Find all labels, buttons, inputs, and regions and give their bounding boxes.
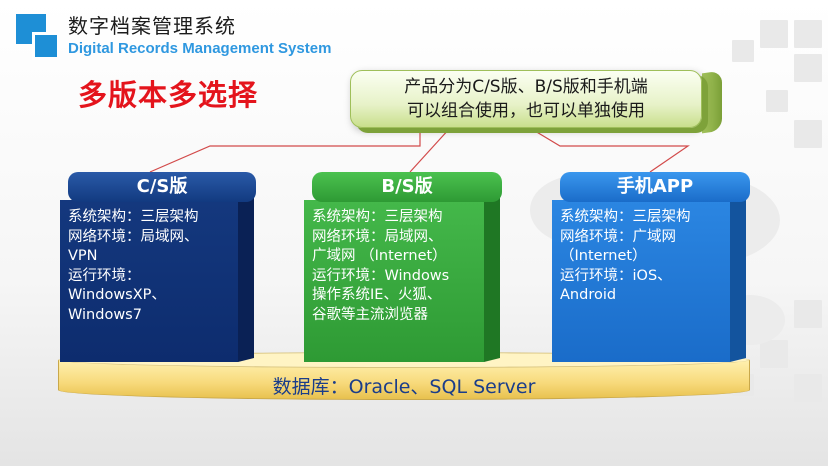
page-subtitle: Digital Records Management System	[68, 40, 332, 57]
headline: 多版本多选择	[78, 78, 259, 112]
card-line: 操作系统IE、火狐、	[312, 287, 442, 303]
card-line: 网络环境：局域网、	[312, 228, 443, 245]
connector-line-cs	[149, 128, 421, 173]
card-line: Android	[560, 287, 617, 303]
card-line: 网络环境：局域网、	[68, 228, 199, 245]
card-line: 网络环境：广域网	[560, 228, 676, 245]
callout-bubble: 产品分为C/S版、B/S版和手机端 可以组合使用，也可以单独使用	[350, 70, 702, 128]
card-line: 系统架构：三层架构	[312, 209, 443, 225]
callout-line-1: 产品分为C/S版、B/S版和手机端	[404, 77, 648, 97]
connector-line-bs	[409, 127, 451, 173]
card-line: 系统架构：三层架构	[560, 209, 691, 225]
card-bs-title: B/S版	[312, 172, 502, 202]
page-title: 数字档案管理系统	[68, 14, 236, 38]
card-line: 运行环境：	[68, 267, 141, 284]
logo-icon	[16, 14, 60, 60]
card-line: WindowsXP、	[68, 287, 166, 303]
card-line: Windows7	[68, 306, 142, 323]
card-line: 运行环境：iOS、	[560, 267, 672, 284]
card-app-title: 手机APP	[560, 172, 750, 202]
connector-line-app	[529, 127, 690, 173]
card-line: VPN	[68, 248, 98, 264]
card-line: 广域网 （Internet）	[312, 248, 447, 264]
callout-bubble-side	[702, 70, 722, 134]
card-line: 运行环境：Windows	[312, 267, 450, 284]
card-bs-body: 系统架构：三层架构 网络环境：局域网、 广域网 （Internet） 运行环境：…	[304, 200, 484, 362]
card-line: 系统架构：三层架构	[68, 209, 199, 225]
card-line: （Internet）	[560, 248, 647, 264]
card-app-body: 系统架构：三层架构 网络环境：广域网 （Internet） 运行环境：iOS、 …	[552, 200, 730, 362]
callout-line-2: 可以组合使用，也可以单独使用	[407, 101, 645, 121]
database-label: 数据库：Oracle、SQL Server	[272, 376, 536, 398]
card-line: 谷歌等主流浏览器	[312, 306, 428, 323]
card-cs-body: 系统架构：三层架构 网络环境：局域网、 VPN 运行环境： WindowsXP、…	[60, 200, 238, 362]
card-cs-title: C/S版	[68, 172, 256, 202]
